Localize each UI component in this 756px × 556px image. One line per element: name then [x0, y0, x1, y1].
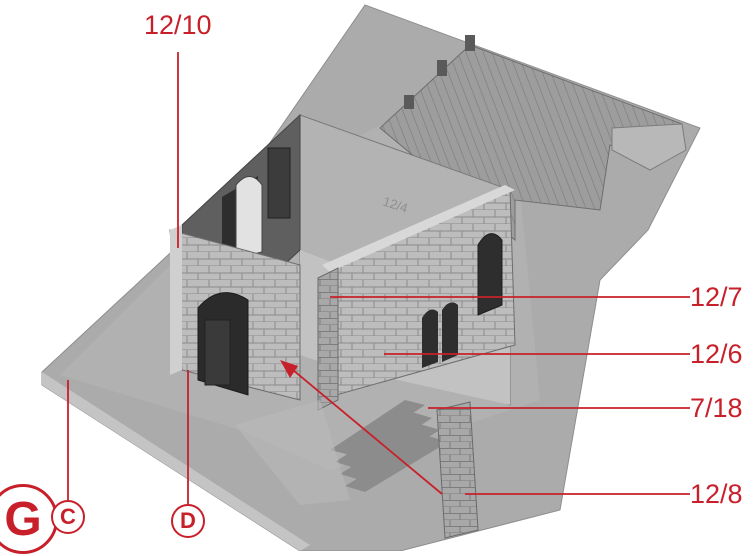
plank-deck — [379, 44, 683, 242]
base-plate-front-edge — [42, 372, 310, 551]
ramp — [235, 400, 350, 505]
label-12-7: 12/7 — [690, 282, 743, 312]
label-12-8: 12/8 — [690, 479, 743, 509]
label-12-10: 12/10 — [144, 10, 212, 40]
label-7-18: 7/18 — [690, 393, 743, 423]
arrow-head — [280, 360, 298, 378]
steps-7-18 — [330, 400, 448, 492]
deck-edge — [611, 123, 687, 171]
label-12-6: 12/6 — [690, 339, 743, 369]
circle-label-c: C — [51, 500, 85, 534]
right-wall-top — [322, 185, 515, 272]
circle-label-d: D — [171, 504, 205, 538]
pillar-12-7 — [317, 267, 339, 411]
wall-marking: 12/4 — [381, 194, 410, 216]
loose-wall-12-8 — [436, 401, 479, 539]
